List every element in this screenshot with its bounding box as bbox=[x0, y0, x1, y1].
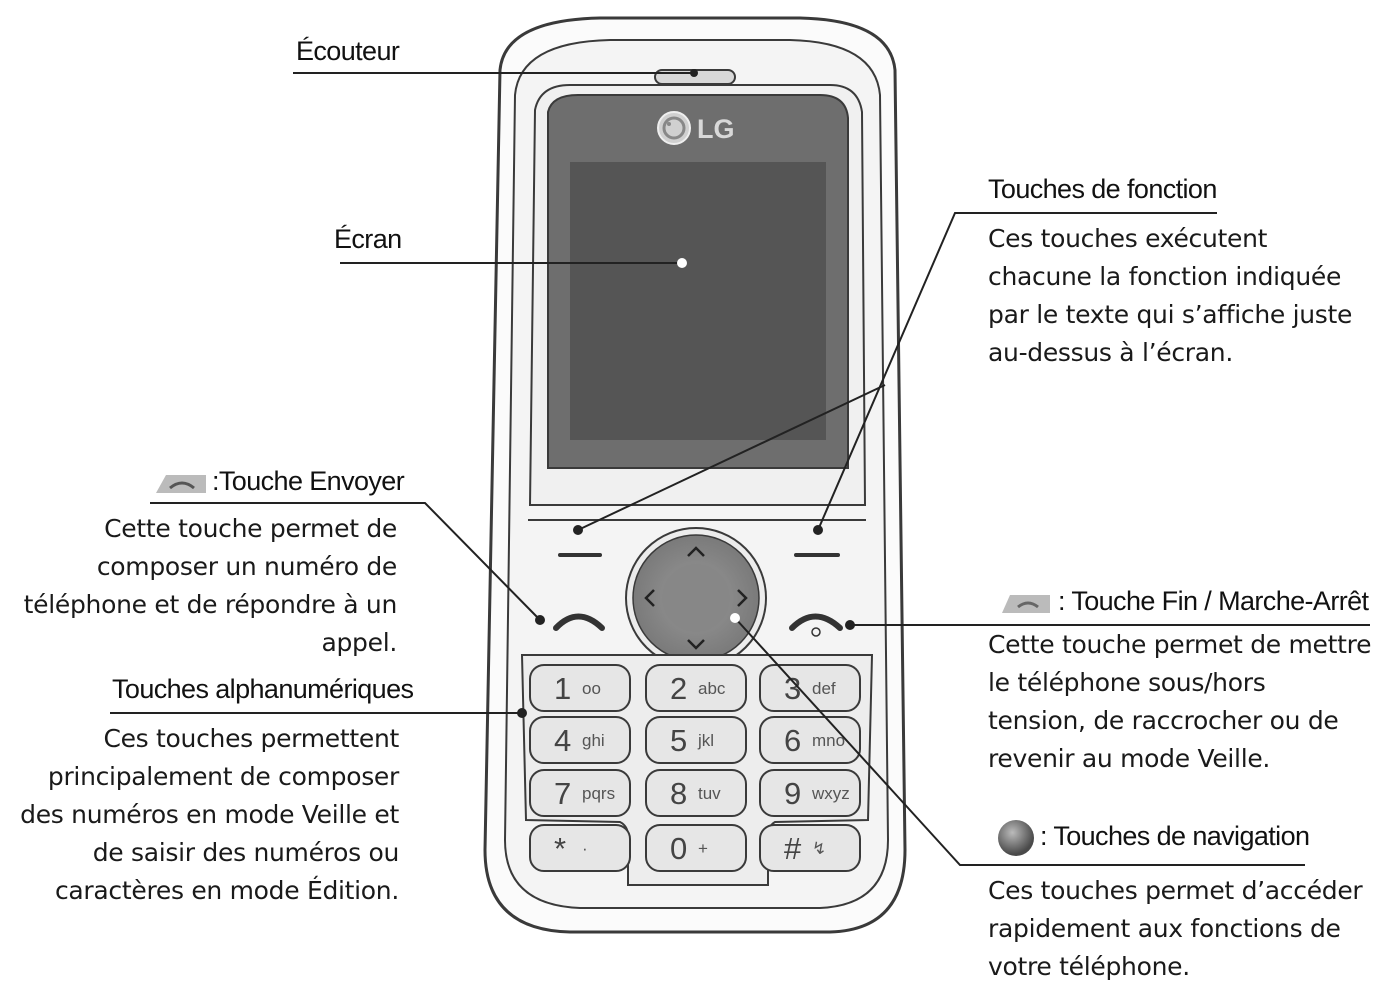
desc-touches-nav: Ces touches permet d’accéder rapidement … bbox=[988, 876, 1363, 981]
label-touche-envoyer: :Touche Envoyer bbox=[152, 466, 405, 496]
desc-touche-fin: Cette touche permet de mettre le télépho… bbox=[988, 630, 1372, 773]
send-key-icon bbox=[152, 471, 208, 495]
keypad-digit: 5 bbox=[670, 723, 687, 758]
keypad-key-2[interactable]: 2 abc bbox=[645, 664, 747, 712]
keypad-letters: wxyz bbox=[811, 784, 850, 803]
keypad-key-star[interactable]: *· bbox=[529, 824, 631, 872]
keypad-digit: 3 bbox=[784, 671, 801, 706]
leader-nav bbox=[734, 617, 1305, 866]
send-key[interactable] bbox=[553, 613, 605, 631]
keypad-key-0[interactable]: 0+ bbox=[645, 824, 747, 872]
keypad-letters: ghi bbox=[582, 731, 605, 750]
label-ecouteur: Écouteur bbox=[296, 36, 400, 66]
keypad-key-7[interactable]: 7 pqrs bbox=[529, 769, 631, 817]
leader-fonction-2 bbox=[577, 384, 886, 531]
end-key[interactable] bbox=[789, 613, 843, 637]
keypad-letters: abc bbox=[698, 679, 726, 698]
keypad-key-hash[interactable]: #↯ bbox=[759, 824, 861, 872]
nav-up-icon bbox=[687, 546, 705, 557]
navigation-ball-icon bbox=[996, 818, 1036, 858]
label-touches-alpha: Touches alphanumériques bbox=[112, 674, 414, 704]
keypad-digit: 8 bbox=[670, 776, 687, 811]
keypad-digit: # bbox=[784, 831, 802, 866]
label-touche-fin: : Touche Fin / Marche-Arrêt bbox=[998, 586, 1369, 616]
keypad-letters: mno bbox=[812, 731, 845, 750]
keypad-key-8[interactable]: 8 tuv bbox=[645, 769, 747, 817]
nav-down-icon bbox=[687, 639, 705, 650]
label-ecran: Écran bbox=[334, 224, 402, 254]
label-touches-nav: : Touches de navigation bbox=[996, 818, 1310, 858]
keypad-letters: pqrs bbox=[582, 784, 615, 803]
keypad-digit: 1 bbox=[554, 671, 571, 706]
label-touches-nav-text: : Touches de navigation bbox=[1040, 821, 1310, 852]
keypad-digit: 0 bbox=[670, 831, 687, 866]
keypad-key-3[interactable]: 3 def bbox=[759, 664, 861, 712]
keypad-digit: 7 bbox=[554, 776, 571, 811]
label-touche-fin-text: : Touche Fin / Marche-Arrêt bbox=[1058, 586, 1369, 616]
lg-logo: LG bbox=[657, 111, 735, 145]
keypad-letters: ↯ bbox=[812, 839, 826, 858]
label-touche-envoyer-text: :Touche Envoyer bbox=[212, 466, 405, 496]
keypad-letters: oo bbox=[582, 679, 601, 698]
navigation-pad[interactable] bbox=[625, 527, 767, 669]
desc-touches-alpha: Ces touches permettent principalement de… bbox=[20, 724, 399, 905]
desc-touche-envoyer: Cette touche permet de composer un numér… bbox=[23, 514, 398, 657]
keypad-letters: jkl bbox=[697, 731, 714, 750]
keypad-letters: + bbox=[698, 839, 708, 858]
keypad-digit: 9 bbox=[784, 776, 801, 811]
end-key-icon bbox=[998, 591, 1054, 615]
screen bbox=[570, 162, 826, 440]
keypad-key-4[interactable]: 4 ghi bbox=[529, 716, 631, 764]
keypad-key-1[interactable]: 1 oo bbox=[529, 664, 631, 712]
label-touches-fonction: Touches de fonction bbox=[988, 174, 1217, 204]
desc-touches-fonction: Ces touches exécutent chacune la fonctio… bbox=[988, 224, 1353, 367]
leader-lines bbox=[110, 72, 1370, 866]
nav-left-icon bbox=[644, 589, 655, 607]
keypad-letters: tuv bbox=[698, 784, 721, 803]
leader-fonction-1 bbox=[817, 212, 1217, 531]
keypad-digit: 6 bbox=[784, 723, 801, 758]
keypad-key-9[interactable]: 9 wxyz bbox=[759, 769, 861, 817]
keypad-letters: · bbox=[582, 839, 588, 858]
keypad-letters: def bbox=[812, 679, 836, 698]
keypad-digit: 2 bbox=[670, 671, 687, 706]
lg-logo-text: LG bbox=[697, 114, 735, 144]
keypad-digit: * bbox=[554, 831, 566, 866]
nav-right-icon bbox=[737, 589, 748, 607]
keypad-digit: 4 bbox=[554, 723, 571, 758]
leader-dots bbox=[517, 69, 855, 718]
leader-envoyer bbox=[150, 502, 541, 621]
keypad-key-5[interactable]: 5 jkl bbox=[645, 716, 747, 764]
